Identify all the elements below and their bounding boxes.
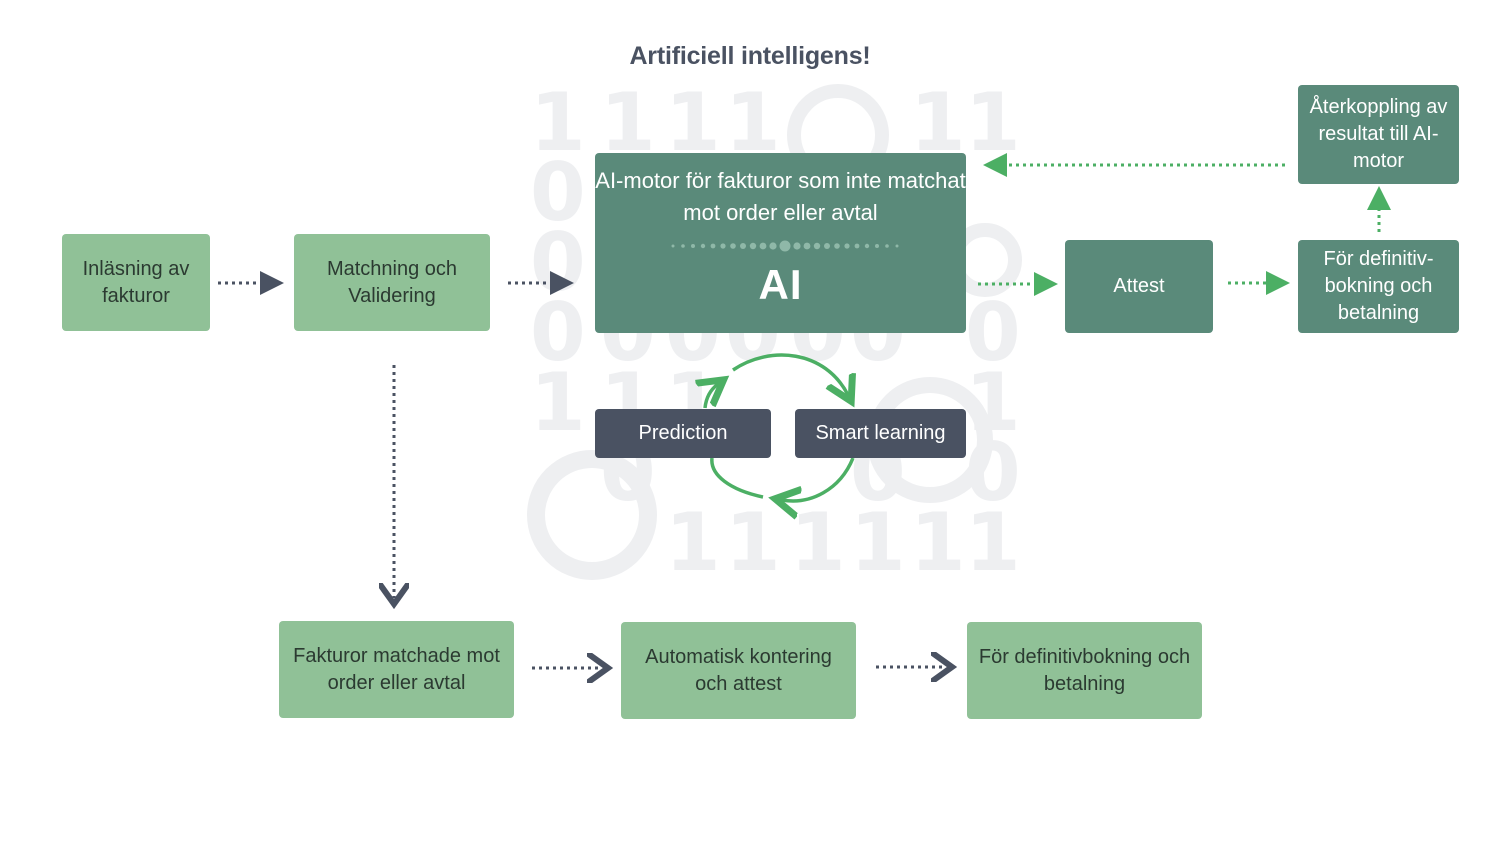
box-inlasning-label: Inläsning av fakturor [82, 257, 190, 307]
box-matchning-label: Matchning och Validering [326, 257, 458, 307]
box-prediction: Prediction [595, 409, 771, 458]
box-inlasning: Inläsning av fakturor [62, 234, 210, 331]
diagram-title: Artificiell intelligens! [629, 42, 871, 70]
cycle-arrow-right [782, 457, 855, 501]
svg-text:1: 1 [530, 76, 586, 169]
box-automatisk-label: Automatisk kontering och attest [645, 645, 832, 695]
engine-ai-label: AI [758, 261, 803, 308]
svg-text:0: 0 [530, 286, 586, 379]
svg-text:1: 1 [530, 356, 586, 449]
box-smart-learning-label: Smart learning [815, 422, 946, 444]
svg-text:1: 1 [910, 496, 966, 589]
box-prediction-label: Prediction [638, 422, 728, 444]
box-aterkoppling: Återkoppling av resultat till AI-motor [1298, 85, 1459, 184]
box-definitiv-bottom: För definitivbokning och betalning [967, 622, 1202, 719]
box-ai-engine: AI-motor för fakturor som inte matchat m… [595, 153, 966, 333]
cycle-arrow-bottom [710, 457, 764, 499]
svg-text:0: 0 [965, 286, 1021, 379]
svg-text:0: 0 [530, 146, 586, 239]
box-attest-label: Attest [1113, 275, 1165, 297]
svg-text:1: 1 [665, 496, 721, 589]
cycle-arrow-top [732, 353, 848, 395]
box-definitiv-top: För definitiv-bokning och betalning [1298, 240, 1459, 333]
box-automatisk: Automatisk kontering och attest [621, 622, 856, 719]
cycle-arrow-left [705, 384, 718, 409]
box-matchade-label: Fakturor matchade mot order eller avtal [293, 644, 500, 694]
box-definitiv-bottom-label: För definitivbokning och betalning [978, 645, 1191, 695]
box-matchade: Fakturor matchade mot order eller avtal [279, 621, 514, 718]
engine-description: AI-motor för fakturor som inte matchat m… [595, 168, 966, 225]
svg-text:1: 1 [850, 496, 906, 589]
box-definitiv-top-label: För definitiv-bokning och betalning [1323, 248, 1434, 324]
engine-dots-divider [671, 240, 899, 252]
box-smart-learning: Smart learning [795, 409, 966, 458]
box-attest: Attest [1065, 240, 1213, 333]
box-aterkoppling-label: Återkoppling av resultat till AI-motor [1309, 96, 1448, 172]
box-matchning: Matchning och Validering [294, 234, 490, 331]
svg-text:1: 1 [965, 496, 1021, 589]
